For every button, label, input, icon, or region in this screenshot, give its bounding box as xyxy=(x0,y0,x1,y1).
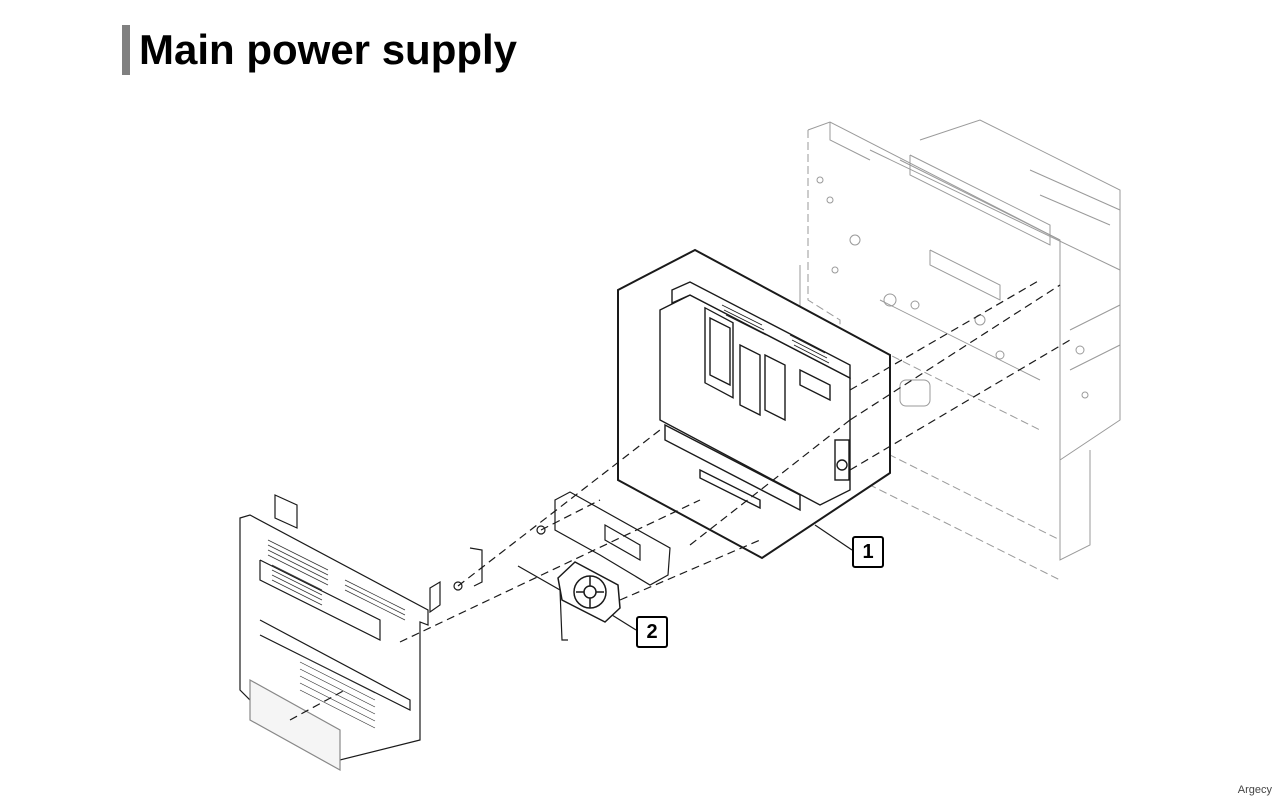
heatsink-mesh xyxy=(721,304,830,364)
page-header: Main power supply xyxy=(122,25,517,75)
watermark: Argecy xyxy=(1237,784,1272,796)
callout-2: 2 xyxy=(636,616,668,648)
callout-pointers xyxy=(611,524,853,631)
cooling-fan xyxy=(557,561,621,623)
title-accent-bar xyxy=(122,25,130,75)
rear-cover xyxy=(239,494,429,772)
page-title: Main power supply xyxy=(139,26,518,73)
fan-bracket xyxy=(554,491,671,586)
vent-grille xyxy=(267,539,406,729)
power-supply-board xyxy=(659,281,851,512)
fasteners xyxy=(394,525,568,647)
callout-1: 1 xyxy=(852,536,884,568)
leader-lines xyxy=(289,279,1071,721)
